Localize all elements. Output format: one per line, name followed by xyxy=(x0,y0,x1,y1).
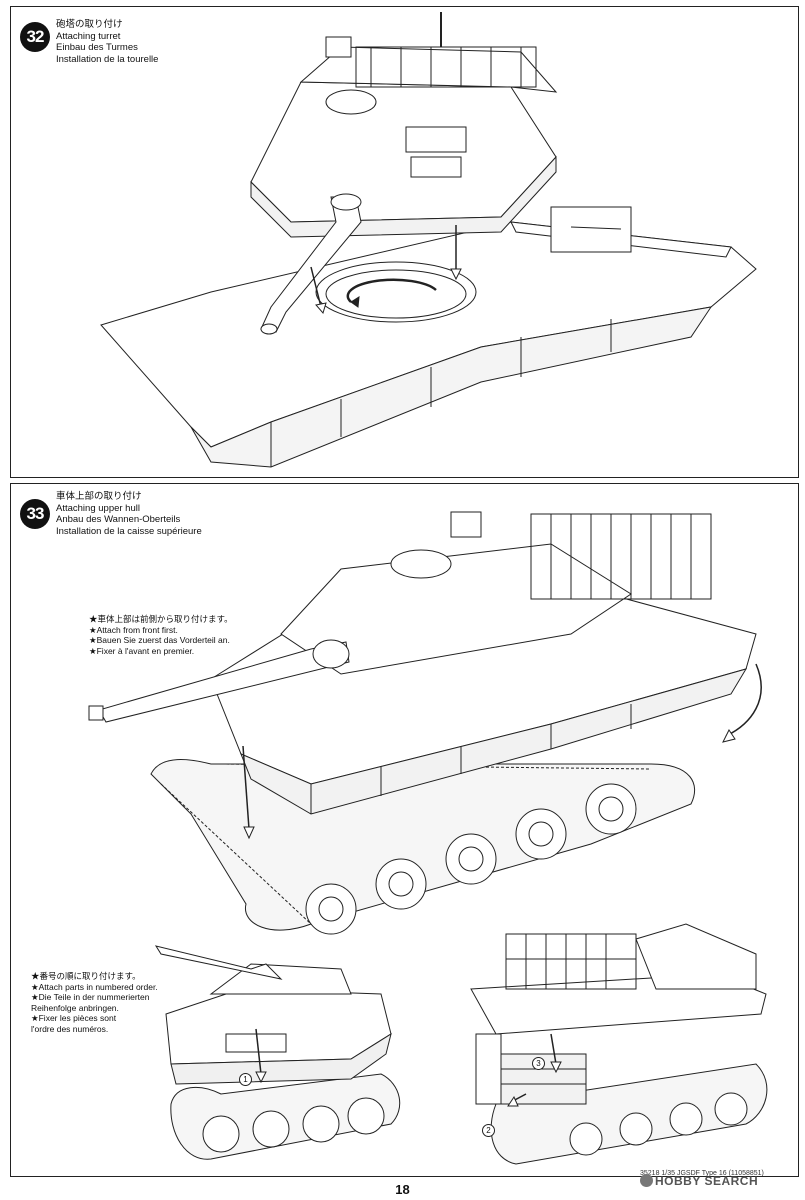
page-number: 18 xyxy=(395,1182,410,1197)
order-number-1: 1 xyxy=(239,1073,252,1086)
step-33-title-en: Attaching upper hull xyxy=(56,502,140,514)
note-numbered-order: ★番号の順に取り付けます。 ★Attach parts in numbered … xyxy=(31,971,158,1034)
order-number-2: 2 xyxy=(482,1124,495,1137)
note-numbered-order-fr-1: ★Fixer les pièces sont xyxy=(31,1013,117,1023)
step-33-title-fr: Installation de la caisse supérieure xyxy=(56,525,202,537)
step-33-number: 33 xyxy=(20,499,50,529)
step-32-title-fr: Installation de la tourelle xyxy=(56,53,159,65)
watermark-text: HOBBY SEARCH xyxy=(655,1174,759,1188)
upper-hull-assembly-illustration xyxy=(88,511,762,935)
note-numbered-order-en: ★Attach parts in numbered order. xyxy=(31,981,158,992)
step-33-title-de: Anbau des Wannen-Oberteils xyxy=(56,514,181,525)
note-front-first: ★車体上部は前側から取り付けます。 ★Attach from front fir… xyxy=(89,614,233,656)
note-front-first-en: ★Attach from front first. xyxy=(89,624,178,635)
step-33-title: 車体上部の取り付け Attaching upper hull Anbau des… xyxy=(56,491,202,537)
step-32-title: 砲塔の取り付け Attaching turret Einbau des Turm… xyxy=(56,19,158,65)
note-numbered-order-de-2: Reihenfolge anbringen. xyxy=(31,1002,119,1013)
step-32-panel: 32 砲塔の取り付け Attaching turret Einbau des T… xyxy=(10,6,799,478)
note-front-first-jp: ★車体上部は前側から取り付けます。 xyxy=(89,614,233,624)
watermark-logo-icon xyxy=(640,1174,653,1187)
step-33-panel: 33 車体上部の取り付け Attaching upper hull Anbau … xyxy=(10,483,799,1177)
order-number-3: 3 xyxy=(532,1057,545,1070)
step-32-title-jp: 砲塔の取り付け xyxy=(56,19,123,30)
step-32-number: 32 xyxy=(20,22,50,52)
step-32-title-de: Einbau des Turmes xyxy=(56,42,138,53)
note-numbered-order-fr-2: l'ordre des numéros. xyxy=(31,1023,109,1034)
order-illustration-front xyxy=(154,945,401,1160)
order-illustration-rear xyxy=(470,923,768,1165)
note-numbered-order-de-1: ★Die Teile in der nummerierten xyxy=(31,992,150,1002)
step-32-title-en: Attaching turret xyxy=(56,30,121,42)
note-front-first-fr: ★Fixer à l'avant en premier. xyxy=(89,645,195,656)
step-33-title-jp: 車体上部の取り付け xyxy=(56,491,142,502)
note-front-first-de: ★Bauen Sie zuerst das Vorderteil an. xyxy=(89,635,230,645)
product-code: 35218 1/35 JGSDF Type 16 (11058851) xyxy=(640,1170,764,1177)
turret-assembly-illustration xyxy=(100,12,757,468)
note-numbered-order-jp: ★番号の順に取り付けます。 xyxy=(31,971,141,981)
